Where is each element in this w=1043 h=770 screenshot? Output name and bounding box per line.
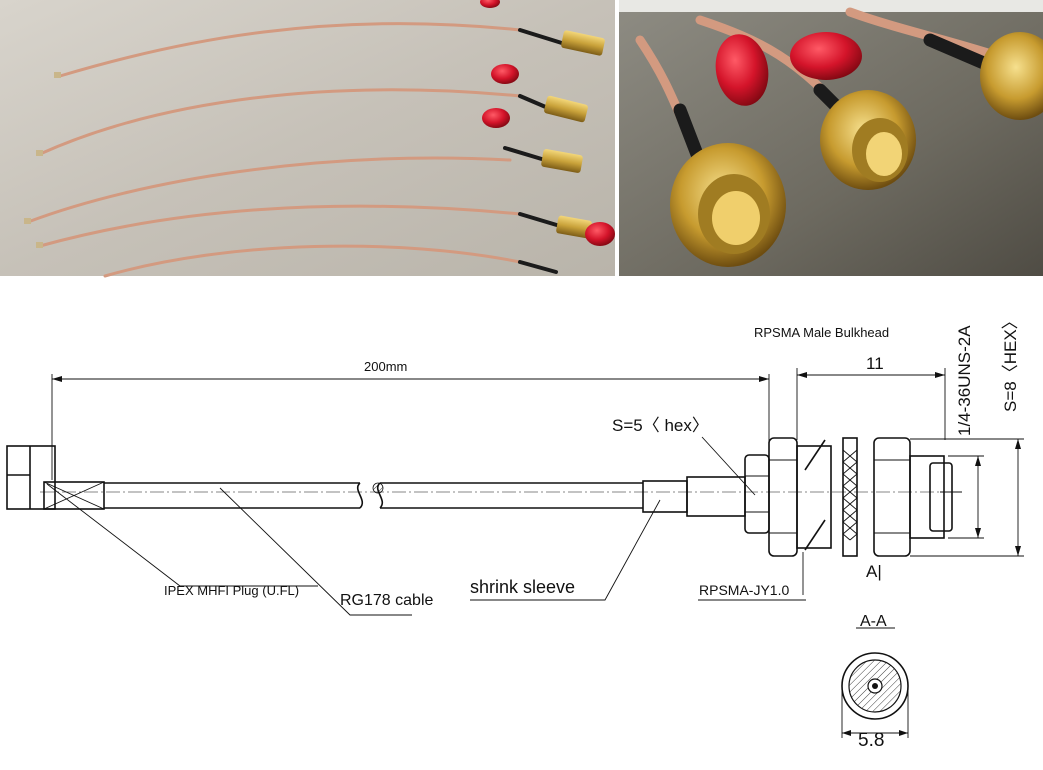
cable-label: RG178 cable: [340, 592, 433, 609]
connector-icon: [541, 30, 605, 239]
ipex-plug-icon: [6, 445, 105, 510]
shrink-sleeve: [642, 476, 746, 517]
section-marker: A|: [866, 562, 882, 581]
thread-dimension-line: [948, 455, 984, 539]
plug-label: IPEX MHFI Plug (U.FL): [164, 583, 299, 598]
connector-closeup-photo: [619, 0, 1043, 276]
technical-drawing: RPSMA Male Bulkhead 200mm 11 1/4-36UNS-2…: [6, 312, 1024, 751]
section-view: [841, 627, 909, 738]
small-hex-label: S=5〈 hex〉: [612, 416, 709, 435]
rpsma-connector-icon: [744, 437, 962, 557]
leader-lines: [46, 436, 806, 616]
connector-part-label: RPSMA-JY1.0: [699, 582, 789, 598]
diameter-dimension-label: 5.8: [858, 730, 884, 751]
hex-size-label: S=8〈HEX〉: [1001, 312, 1020, 412]
cable-assemblies-photo: [0, 0, 615, 278]
section-title: A-A: [860, 613, 887, 630]
connector-title-label: RPSMA Male Bulkhead: [754, 325, 889, 340]
thread-spec-label: 1/4-36UNS-2A: [955, 325, 974, 436]
hex-width-dimension-label: 11: [866, 354, 884, 373]
hex-dimension-line: [910, 438, 1024, 557]
hex-width-dimension-line: [796, 368, 946, 440]
red-cap-icon: [480, 0, 615, 246]
sleeve-label: shrink sleeve: [470, 577, 575, 597]
cable-body: [104, 482, 643, 509]
length-dimension-label: 200mm: [364, 359, 407, 374]
